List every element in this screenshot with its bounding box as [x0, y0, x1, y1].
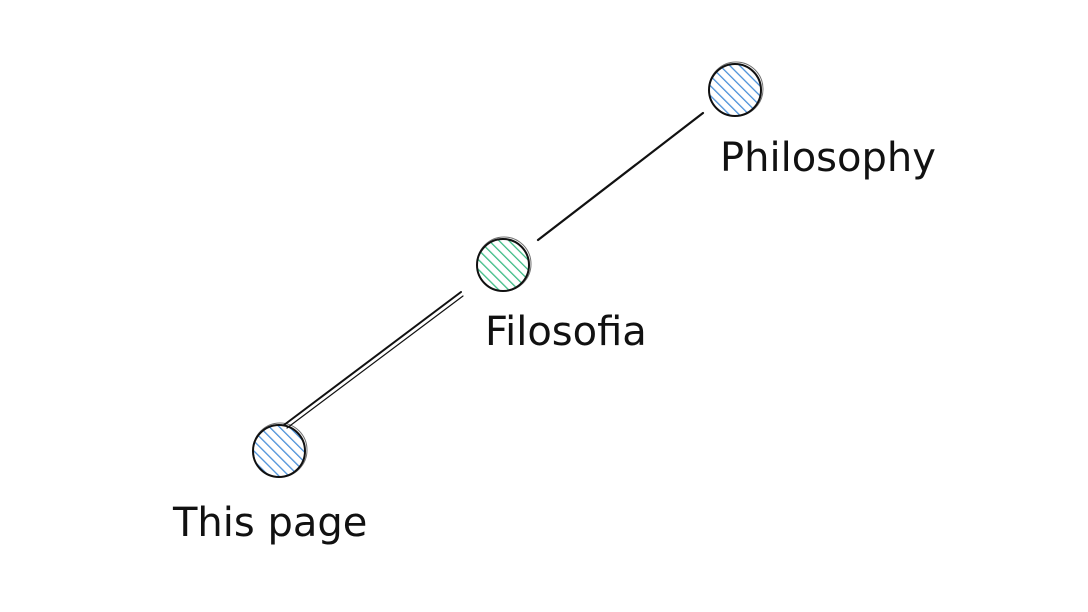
node-label-this-page: This page: [172, 500, 367, 546]
edge-this-page-to-filosofia: [283, 291, 464, 429]
node-filosofia: Filosofia: [476, 236, 647, 355]
node-label-philosophy: Philosophy: [720, 135, 936, 181]
edge-filosofia-to-philosophy: [536, 111, 705, 242]
node-this-page: This page: [172, 422, 367, 546]
node-label-filosofia: Filosofia: [485, 309, 647, 355]
node-philosophy: Philosophy: [708, 61, 936, 181]
